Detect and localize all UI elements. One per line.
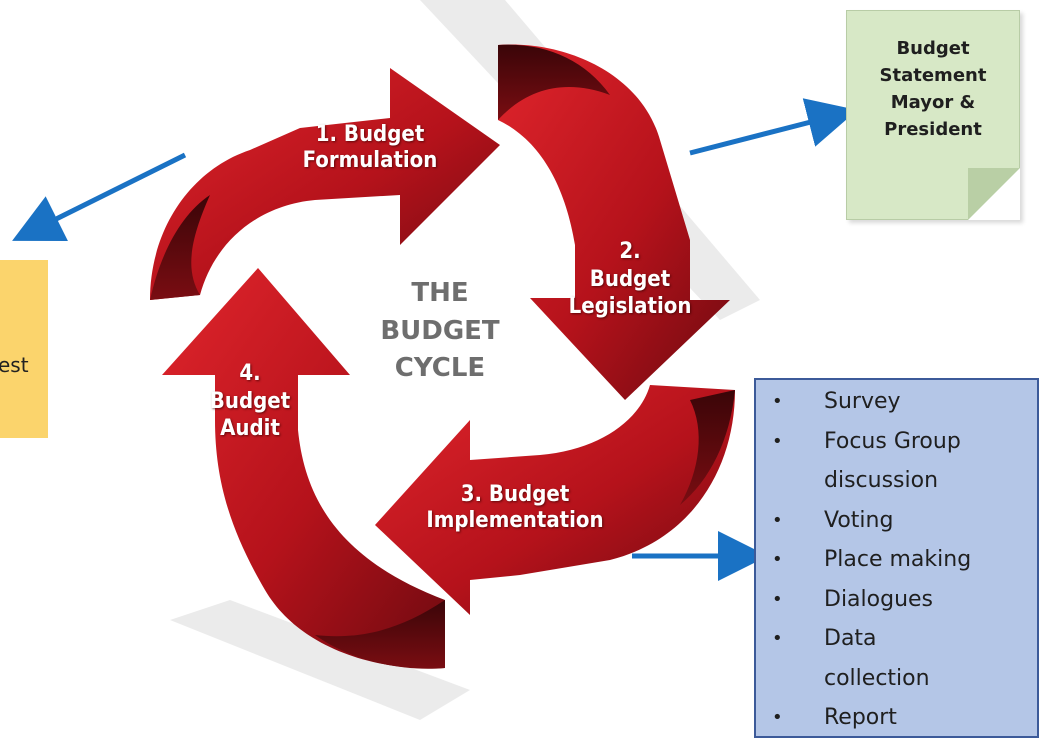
methods-item-text: Dialogues — [824, 586, 934, 612]
left-note: est — [0, 260, 48, 438]
step-4-line-3: Audit — [220, 416, 280, 441]
arrow-step-3 — [375, 385, 735, 615]
step-1-line-1: 1. Budget — [315, 122, 425, 147]
step-3-line-1: 3. Budget — [460, 482, 570, 507]
bullet-icon: • — [772, 391, 783, 412]
note-line-3: Mayor & — [890, 92, 976, 113]
shine-streak — [170, 600, 470, 720]
methods-item-text: discussion — [824, 468, 939, 493]
step-2-line-3: Legislation — [568, 294, 692, 319]
step-3-label: 3. Budget Implementation — [405, 482, 625, 535]
step-2-line-2: Budget — [589, 266, 671, 292]
note-line-2: Statement — [879, 65, 987, 86]
methods-list-item: • Voting — [756, 501, 1037, 541]
bullet-icon: • — [772, 430, 783, 452]
methods-list-item: discussion — [756, 461, 1037, 501]
methods-list-item: • Dialogues — [756, 580, 1037, 620]
methods-list-item: • Focus Group — [756, 422, 1037, 462]
step-1-label: 1. Budget Formulation — [280, 122, 460, 175]
step-4-label: 4. Budget Audit — [195, 360, 305, 443]
bullet-icon: • — [772, 707, 783, 728]
center-line-1: THE — [411, 278, 469, 308]
step-4-line-1: 4. — [239, 361, 261, 386]
step-2-label: 2. Budget Legislation — [555, 238, 705, 321]
methods-item-text: collection — [824, 665, 930, 691]
note-fold-corner — [968, 168, 1020, 220]
connector-arrow-left — [12, 152, 187, 242]
methods-list-item: • Data — [756, 619, 1037, 659]
methods-item-text: Focus Group — [824, 428, 961, 454]
participation-methods-box: • Survey • Focus Group discussion • Voting • Pla… — [754, 378, 1039, 738]
methods-list-item: • Survey — [756, 382, 1037, 422]
step-1-line-2: Formulation — [302, 148, 438, 174]
bullet-icon: • — [772, 509, 783, 531]
step-4-line-2: Budget — [209, 388, 291, 414]
methods-list-item: collection — [756, 659, 1037, 699]
bullet-icon: • — [772, 628, 783, 649]
methods-list: • Survey • Focus Group discussion • Voting • Pla… — [756, 382, 1037, 738]
arrow-step-2 — [498, 44, 730, 400]
methods-item-text: Survey — [824, 389, 901, 414]
center-line-2: BUDGET — [380, 315, 500, 346]
arrow-step-1 — [150, 68, 500, 300]
methods-list-item: • Report — [756, 698, 1037, 738]
note-line-1: Budget — [896, 38, 970, 59]
step-2-line-1: 2. — [619, 239, 641, 264]
methods-item-text: Voting — [824, 507, 894, 533]
methods-item-text: Place making — [824, 547, 972, 572]
left-note-text: est — [0, 353, 29, 377]
budget-statement-note: Budget Statement Mayor & President — [846, 10, 1020, 220]
note-line-4: President — [884, 119, 982, 140]
center-line-3: CYCLE — [394, 353, 486, 384]
cycle-center-title: THE BUDGET CYCLE — [360, 275, 520, 388]
bullet-icon: • — [772, 588, 783, 610]
step-3-line-2: Implementation — [426, 508, 604, 534]
bullet-icon: • — [772, 549, 783, 570]
connector-arrow-statement — [689, 98, 858, 156]
methods-list-item: • Place making — [756, 540, 1037, 580]
methods-item-text: Data — [824, 626, 877, 651]
methods-item-text: Report — [824, 705, 897, 730]
arrow-step-4 — [162, 268, 445, 669]
